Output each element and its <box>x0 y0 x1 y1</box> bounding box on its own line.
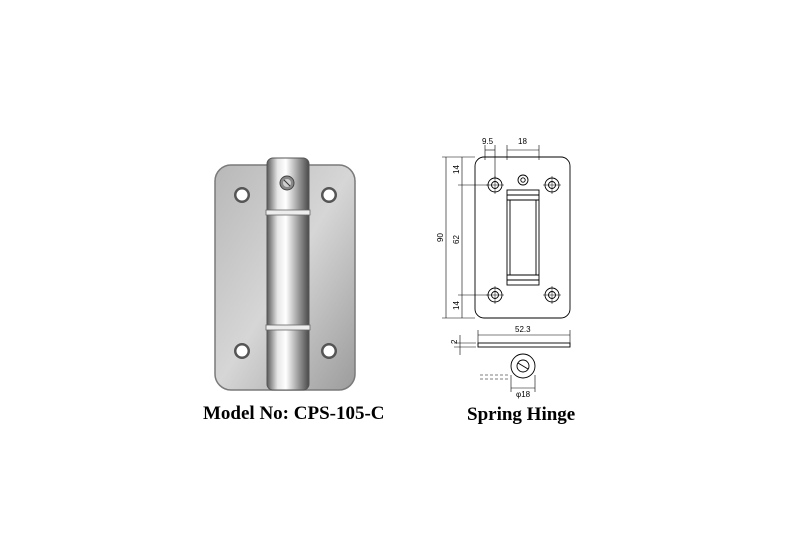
model-number-caption: Model No: CPS-105-C <box>203 403 385 424</box>
technical-drawing-graphic: 9.5 18 90 14 62 14 52.3 2 φ18 <box>436 137 571 399</box>
screw-holes <box>234 187 337 359</box>
dim-barrel-diameter: φ18 <box>516 390 531 399</box>
side-view-barrel <box>510 353 536 379</box>
dim-hole-offset: 9.5 <box>482 137 494 146</box>
dim-top-margin: 14 <box>452 165 461 174</box>
hinge-photo <box>205 150 370 395</box>
hinge-barrel <box>265 157 311 391</box>
dim-thickness: 2 <box>450 339 459 344</box>
product-name-caption: Spring Hinge <box>467 404 576 425</box>
dim-hole-spacing: 62 <box>452 235 461 244</box>
dim-open-width: 52.3 <box>515 325 531 334</box>
technical-drawing: 9.5 18 90 14 62 14 52.3 2 φ18 <box>430 130 600 410</box>
dim-bottom-margin: 14 <box>452 301 461 310</box>
dim-pin-width: 18 <box>518 137 527 146</box>
dim-overall-height: 90 <box>436 233 445 242</box>
drawing-holes <box>487 177 560 303</box>
hinge-photo-graphic <box>214 157 356 391</box>
drawing-plate-outline <box>474 156 571 319</box>
side-view-plate <box>477 342 571 348</box>
